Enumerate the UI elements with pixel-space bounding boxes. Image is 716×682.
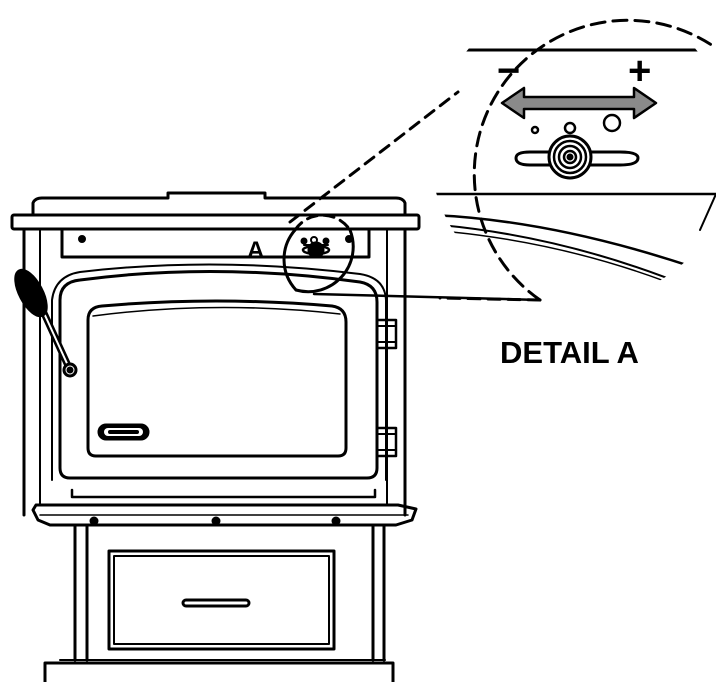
detail-hole-mid (563, 121, 577, 135)
ash-drawer (107, 549, 336, 651)
adjust-double-arrow (500, 86, 658, 120)
air-control-knob (514, 134, 640, 180)
detail-hole-small (530, 125, 540, 135)
stove-pedestal (43, 523, 395, 682)
detail-a-magnified: − + (430, 18, 716, 302)
ash-lip-screw-mid (211, 516, 221, 526)
ash-lip (31, 488, 418, 527)
detail-door-arc (430, 213, 716, 277)
handle-grip (14, 268, 48, 318)
door-glass-inner (92, 306, 341, 317)
control-bar-screw (78, 235, 86, 243)
detail-a-label: DETAIL A (500, 335, 639, 370)
ash-lip-screw-left (89, 516, 99, 526)
callout-label-a: A (247, 237, 264, 264)
ash-lip-screw-right (331, 516, 341, 526)
control-bar (60, 227, 371, 259)
ash-drawer-handle (181, 598, 251, 608)
detail-minus-label: − (497, 49, 520, 93)
door-hinges (375, 318, 398, 458)
detail-callout-circle (282, 213, 355, 294)
detail-circle-boundary (472, 18, 716, 302)
detail-leader-lines (288, 90, 542, 302)
stove-body (10, 191, 421, 517)
stove-top-cap (31, 191, 407, 217)
door-handle (14, 268, 78, 378)
stove-door (51, 263, 387, 481)
door-glass (86, 299, 348, 458)
detail-plus-label: + (628, 49, 651, 93)
air-control-small (300, 236, 331, 259)
door-edge (51, 263, 387, 481)
detail-hole-large (602, 113, 622, 133)
door-outer (58, 269, 379, 480)
ash-drawer-inner (113, 555, 330, 645)
stove-top-plate (10, 213, 421, 231)
pedestal-base (43, 661, 395, 682)
